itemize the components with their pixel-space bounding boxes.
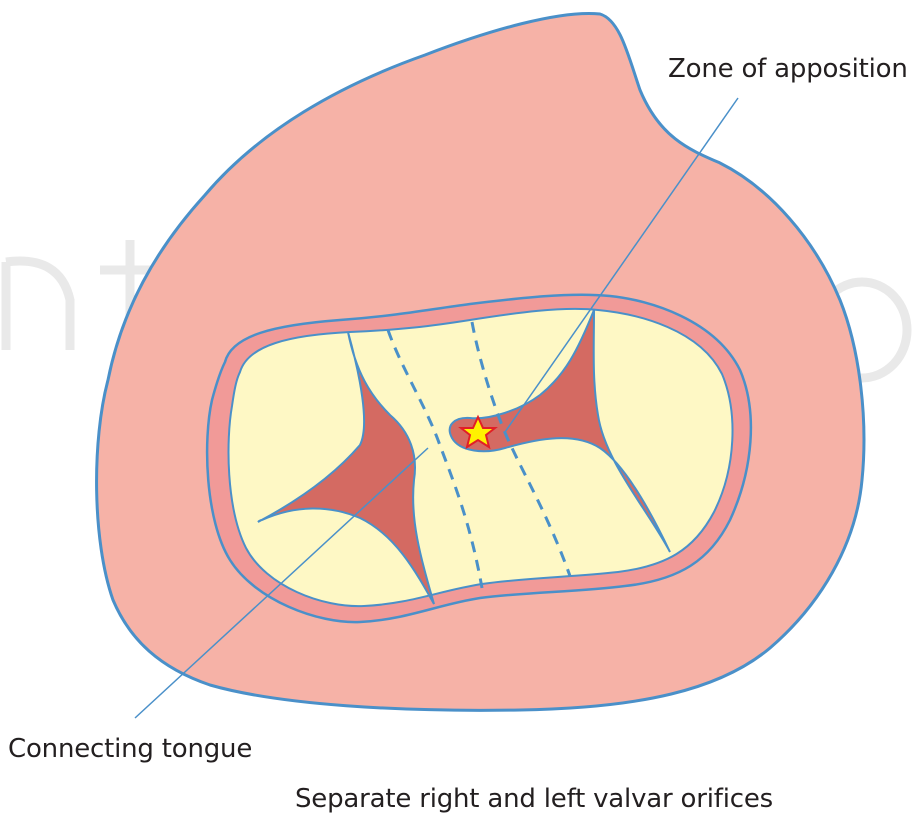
zone-of-apposition-label: Zone of apposition <box>668 54 908 84</box>
figure-caption: Separate right and left valvar orifices <box>295 784 773 814</box>
connecting-tongue-label: Connecting tongue <box>8 734 252 764</box>
